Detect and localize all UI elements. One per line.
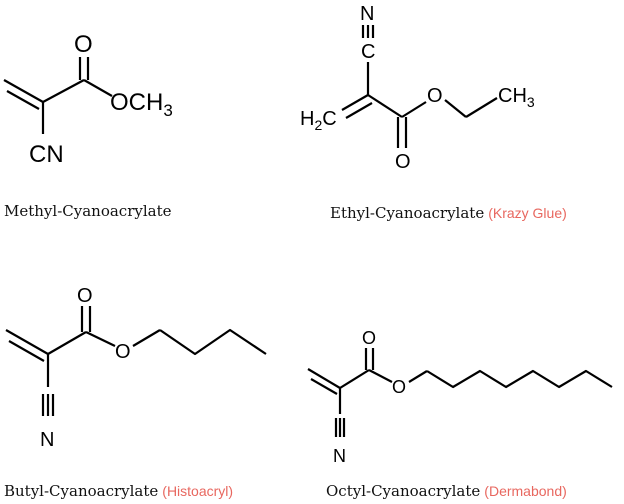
- atom-label-oxo: O: [74, 31, 93, 58]
- molecule-name: Methyl-Cyanoacrylate: [4, 202, 172, 220]
- bond-alpha-carbonyl: [47, 331, 87, 355]
- butyl-cyanoacrylate-structure: O O N: [5, 285, 267, 451]
- bond-carbonyl-ester-o: [85, 331, 116, 347]
- bond-vinyl-double-b: [6, 90, 40, 110]
- brand-name: (Dermabond): [484, 483, 567, 499]
- caption-octyl: Octyl-Cyanoacrylate(Dermabond): [326, 482, 567, 500]
- methyl-cyanoacrylate-structure: O OCH3 CN: [3, 31, 173, 168]
- caption-ethyl: Ethyl-Cyanoacrylate(Krazy Glue): [330, 204, 567, 222]
- bond-ester-o-ch2: [444, 99, 467, 118]
- molecule-name: Octyl-Cyanoacrylate: [326, 482, 481, 500]
- brand-name: (Histoacryl): [162, 483, 234, 499]
- atom-label-ester: OCH3: [110, 89, 173, 120]
- caption-methyl: Methyl-Cyanoacrylate: [4, 202, 171, 220]
- bond-ch2-ch3: [465, 97, 498, 118]
- bond-ester-chain: [132, 329, 161, 347]
- atom-label-carbonyl-o: O: [395, 151, 411, 173]
- bond-methylene-double-a: [341, 94, 369, 111]
- ethyl-cyanoacrylate-structure: N C H2C O O CH3: [300, 3, 535, 173]
- atom-label-ester-o: O: [427, 85, 443, 107]
- octyl-cyanoacrylate-structure: O O N: [307, 328, 613, 466]
- brand-name: (Krazy Glue): [488, 205, 567, 221]
- atom-label-methylene: H2C: [300, 108, 337, 133]
- bond-octyl-chain: [426, 369, 613, 389]
- atom-label-nitrile-n: N: [333, 446, 346, 466]
- molecule-name: Butyl-Cyanoacrylate: [4, 482, 159, 500]
- bond-carbonyl-ester-o: [401, 101, 427, 118]
- bond-vinyl-double-b: [8, 340, 45, 362]
- bond-vinyl-double-a: [3, 79, 44, 103]
- bond-alpha-carbonyl: [367, 94, 403, 118]
- atom-label-ester-o: O: [392, 377, 406, 397]
- bond-alpha-carbonyl: [42, 79, 85, 103]
- atom-label-oxo: O: [362, 328, 376, 348]
- atom-label-nitrile-c: C: [361, 41, 375, 63]
- bond-vinyl-double-b: [310, 378, 338, 395]
- atom-label-ester-o: O: [115, 341, 131, 363]
- bond-vinyl-double-a: [5, 329, 49, 355]
- atom-label-nitrile-n: N: [40, 429, 54, 451]
- atom-label-oxo: O: [77, 285, 93, 307]
- molecule-name: Ethyl-Cyanoacrylate: [330, 204, 485, 222]
- bond-carbonyl-ester-o: [368, 369, 393, 383]
- caption-butyl: Butyl-Cyanoacrylate(Histoacryl): [4, 482, 233, 500]
- bond-ester-chain: [408, 370, 428, 383]
- bond-alpha-carbonyl: [339, 369, 370, 389]
- bond-butyl-chain: [159, 328, 267, 356]
- bond-methylene-double-b: [345, 102, 373, 119]
- bond-carbonyl-ester: [83, 79, 113, 97]
- atom-label-nitrile-n: N: [360, 3, 374, 25]
- bond-vinyl-double-a: [307, 368, 341, 389]
- atom-label-nitrile: CN: [29, 141, 64, 168]
- atom-label-terminal: CH3: [498, 85, 535, 110]
